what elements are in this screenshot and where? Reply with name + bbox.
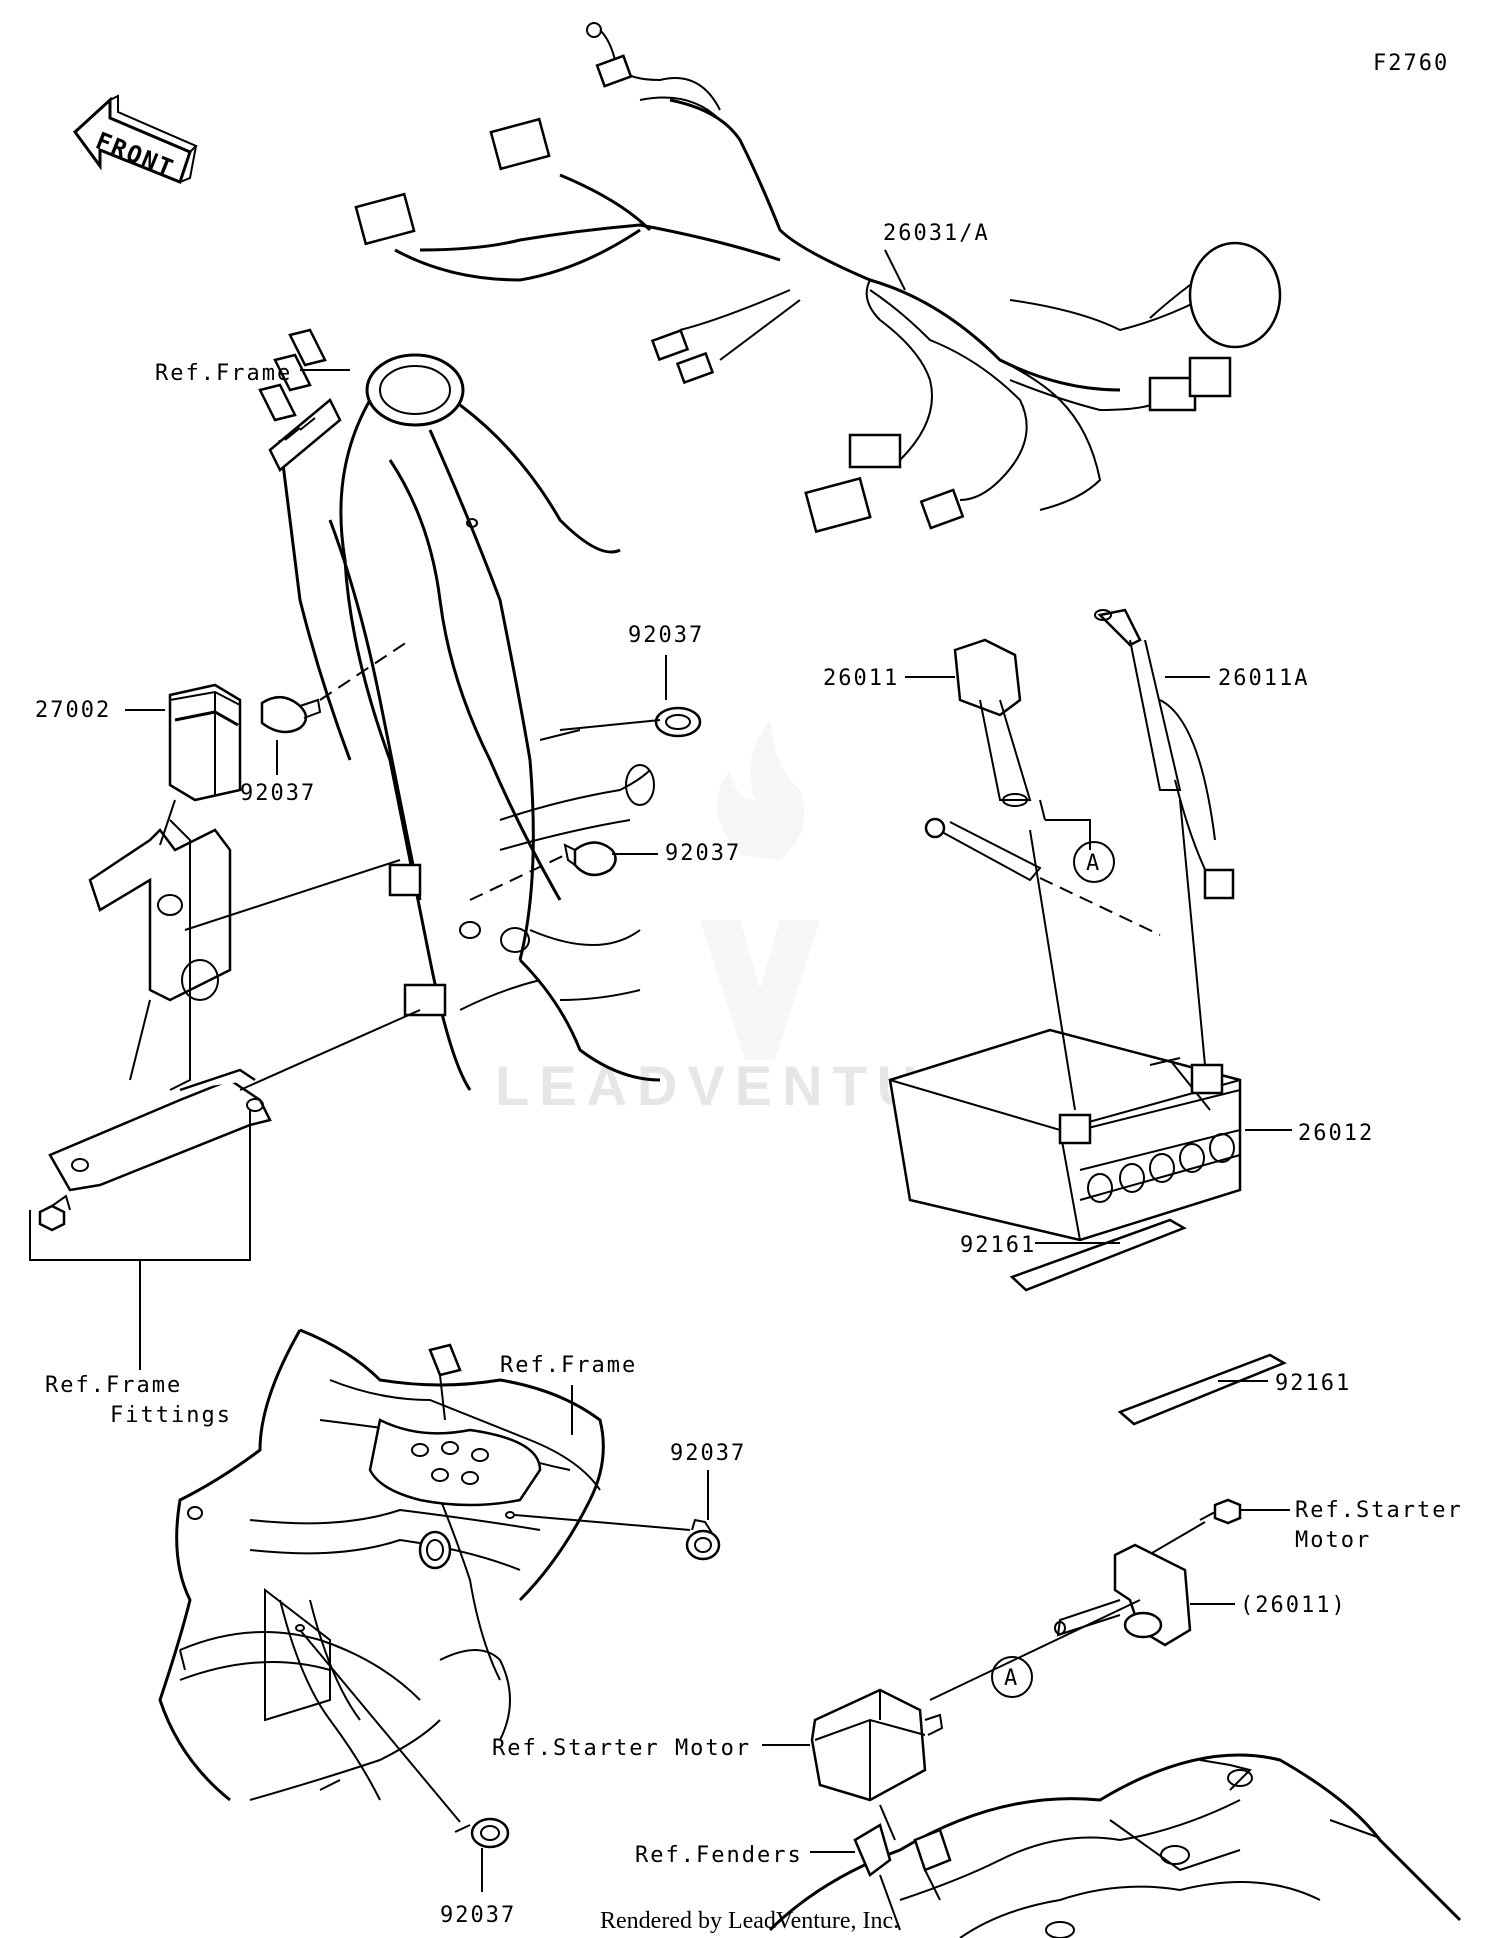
- assy-line-6: [299, 1629, 461, 1823]
- ref-starter-motor-line2: Motor: [1295, 1528, 1371, 1553]
- cable-26011: [953, 638, 1091, 850]
- cable-26011-label: 26011: [823, 666, 899, 691]
- pad-lower-label: 92161: [1275, 1371, 1351, 1396]
- clamp-92037-bottom: [454, 1817, 510, 1849]
- ref-frame-bottom-label: Ref.Frame: [500, 1353, 637, 1378]
- frame-lower: [158, 1328, 605, 1802]
- callout-a-lower: A: [991, 1656, 1033, 1698]
- ref-fenders-label: Ref.Fenders: [635, 1843, 803, 1868]
- svg-text:A: A: [1086, 851, 1099, 876]
- relay-27002: [168, 683, 242, 802]
- cable-26011A-label: 26011A: [1218, 666, 1309, 691]
- clamp-92037-upper: [654, 706, 702, 738]
- footer-credit: Rendered by LeadVenture, Inc.: [600, 1908, 899, 1934]
- cable-26011A: [1094, 608, 1235, 900]
- clamp-92037-bottom-right: [685, 1518, 721, 1561]
- dash-line-1: [319, 639, 411, 701]
- clamp-mid-label: 92037: [665, 841, 741, 866]
- ref-frame-fittings-line1: Ref.Frame: [45, 1373, 182, 1398]
- dash-line-2: [469, 854, 566, 901]
- harness-label: 26031/A: [883, 221, 990, 246]
- ref-starter-motor-label: Ref.Starter Motor: [492, 1736, 751, 1761]
- relay-27002-label: 27002: [35, 698, 111, 723]
- pad-upper-label: 92161: [960, 1233, 1036, 1258]
- harness-leader: [884, 249, 906, 291]
- svg-text:A: A: [1004, 1666, 1017, 1691]
- ref-starter-motor-line1: Ref.Starter: [1295, 1498, 1463, 1523]
- pad-92161-upper: [1009, 1218, 1187, 1292]
- ref-frame-top-label: Ref.Frame: [155, 361, 292, 386]
- clamp-92037-mid: [563, 841, 617, 877]
- frame-upper: [258, 328, 661, 1091]
- battery-26012: [888, 799, 1242, 1242]
- front-arrow-icon: [72, 94, 198, 184]
- watermark-logo: [700, 720, 820, 1060]
- starter-bolt: [1199, 1498, 1242, 1525]
- ground-lead: [924, 817, 1161, 936]
- clamp-92037-left: [260, 696, 322, 734]
- assy-line-2: [239, 1009, 421, 1091]
- bolt-icon: [38, 1194, 71, 1232]
- callout-a-upper: A: [1073, 841, 1115, 883]
- assy-line-1: [184, 859, 401, 931]
- clamp-left-label: 92037: [240, 781, 316, 806]
- battery-label: 26012: [1298, 1121, 1374, 1146]
- rear-fender: [768, 1753, 1462, 1938]
- front-arrow-label: FRONT: [92, 127, 179, 184]
- cable-26011-paren-label: (26011): [1240, 1593, 1347, 1618]
- ref-frame-fittings-line2: Fittings: [110, 1403, 232, 1428]
- figure-code: F2760: [1373, 51, 1449, 76]
- clamp-bottom-right-label: 92037: [670, 1441, 746, 1466]
- clamp-bottom-label: 92037: [440, 1903, 516, 1928]
- assy-line-3: [159, 799, 176, 846]
- starter-relay: [810, 1599, 1141, 1802]
- assy-line-4: [539, 719, 661, 741]
- assy-line-5: [514, 1514, 691, 1531]
- pad-92161-lower: [1117, 1353, 1287, 1426]
- relay-bracket: [48, 819, 272, 1192]
- clamp-upper-label: 92037: [628, 623, 704, 648]
- wiring-harness-26031: [354, 22, 1282, 534]
